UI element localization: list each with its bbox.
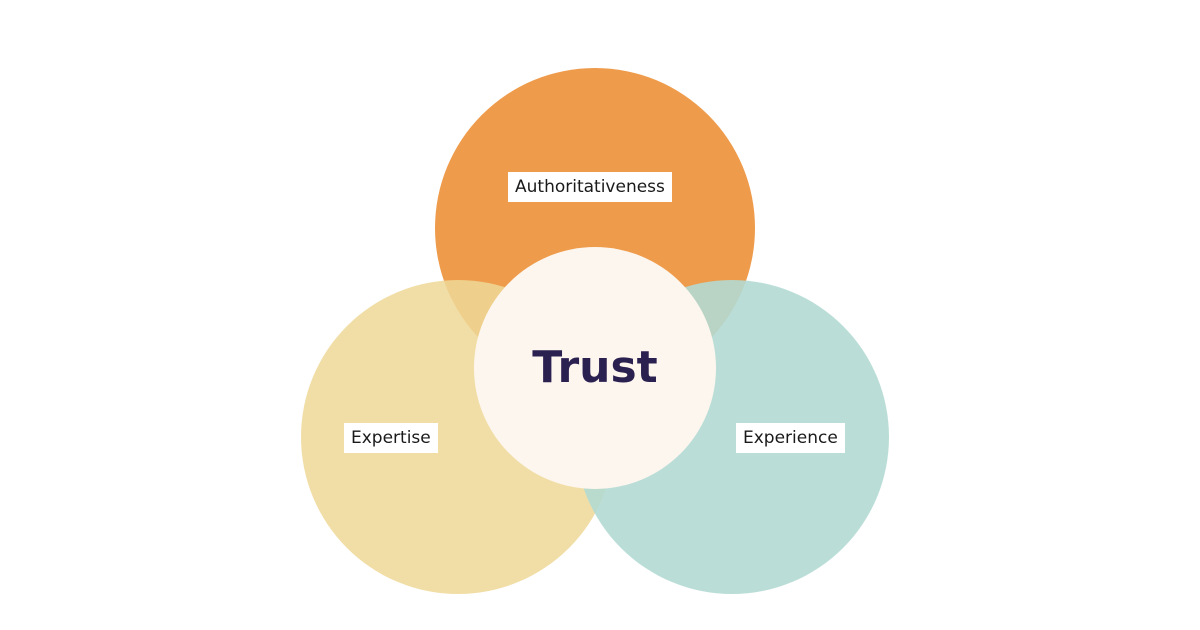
trust-circle bbox=[474, 247, 716, 489]
experience-label: Experience bbox=[736, 423, 845, 453]
authoritativeness-label: Authoritativeness bbox=[508, 172, 672, 202]
trust-label: Trust bbox=[532, 342, 658, 393]
expertise-label: Expertise bbox=[344, 423, 438, 453]
